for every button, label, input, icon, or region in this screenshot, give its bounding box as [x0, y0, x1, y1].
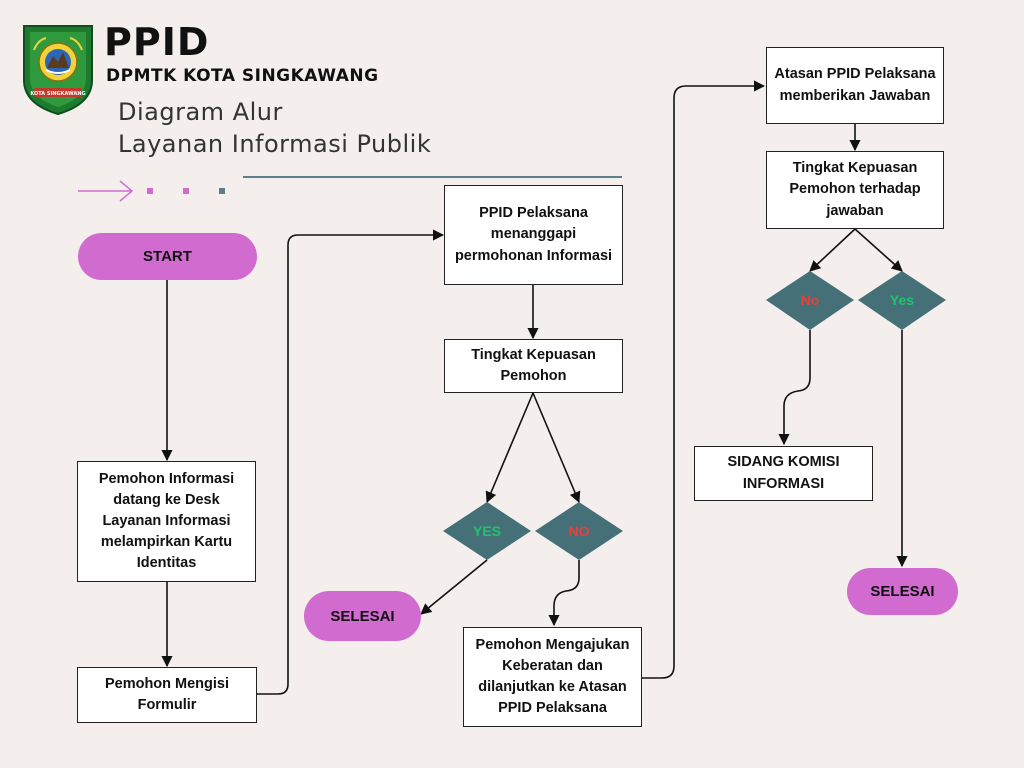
page-title: PPID [104, 20, 210, 64]
node-sidang-komisi: SIDANG KOMISI INFORMASI [694, 446, 873, 501]
selesai-node-2: SELESAI [847, 568, 958, 615]
node-pemohon-mengisi: Pemohon Mengisi Formulir [77, 667, 257, 723]
decision-no-2-label: No [800, 292, 820, 308]
decision-yes-2-label: Yes [889, 292, 915, 308]
diagram-heading-line1: Diagram Alur [118, 98, 283, 126]
decor-arrow-icon [78, 180, 225, 202]
edge-no-keberatan [548, 560, 580, 627]
node-atasan-ppid: Atasan PPID Pelaksana memberikan Jawaban [766, 47, 944, 124]
diagram-heading-line2: Layanan Informasi Publik [118, 130, 432, 158]
node-ppid-menanggapi: PPID Pelaksana menanggapi permohonan Inf… [444, 185, 623, 285]
node-pemohon-keberatan: Pemohon Mengajukan Keberatan dan dilanju… [463, 627, 642, 727]
edge-no-sidang [778, 330, 811, 446]
edge-kepuasan-yes [485, 392, 534, 504]
selesai-node-1: SELESAI [304, 591, 421, 641]
node-tingkat-kepuasan-1: Tingkat Kepuasan Pemohon [444, 339, 623, 393]
decision-diamond-yes-2 [858, 271, 946, 330]
page-subtitle: DPMTK KOTA SINGKAWANG [106, 66, 379, 86]
logo-text: KOTA SINGKAWANG [30, 91, 85, 97]
decision-diamond-no-1 [535, 502, 623, 560]
node-tingkat-kepuasan-2: Tingkat Kepuasan Pemohon terhadap jawaba… [766, 151, 944, 229]
decision-yes-1-label: YES [472, 523, 501, 539]
edge-kepuasan-no [532, 392, 581, 504]
edge-mengisi-menanggapi [257, 229, 445, 695]
kota-singkawang-logo: KOTA SINGKAWANG [23, 25, 93, 116]
node-pemohon-datang: Pemohon Informasi datang ke Desk Layanan… [77, 461, 256, 582]
decision-diamond-no-2 [766, 271, 854, 330]
edge-yes-selesai [420, 559, 488, 615]
decision-diamond-yes-1 [443, 502, 531, 560]
start-node: START [78, 233, 257, 280]
decision-no-1-label: NO [568, 523, 590, 539]
edge-kepuasan2-no [809, 228, 856, 272]
edge-keberatan-atasan [642, 80, 766, 679]
edge-kepuasan2-yes [854, 228, 903, 272]
